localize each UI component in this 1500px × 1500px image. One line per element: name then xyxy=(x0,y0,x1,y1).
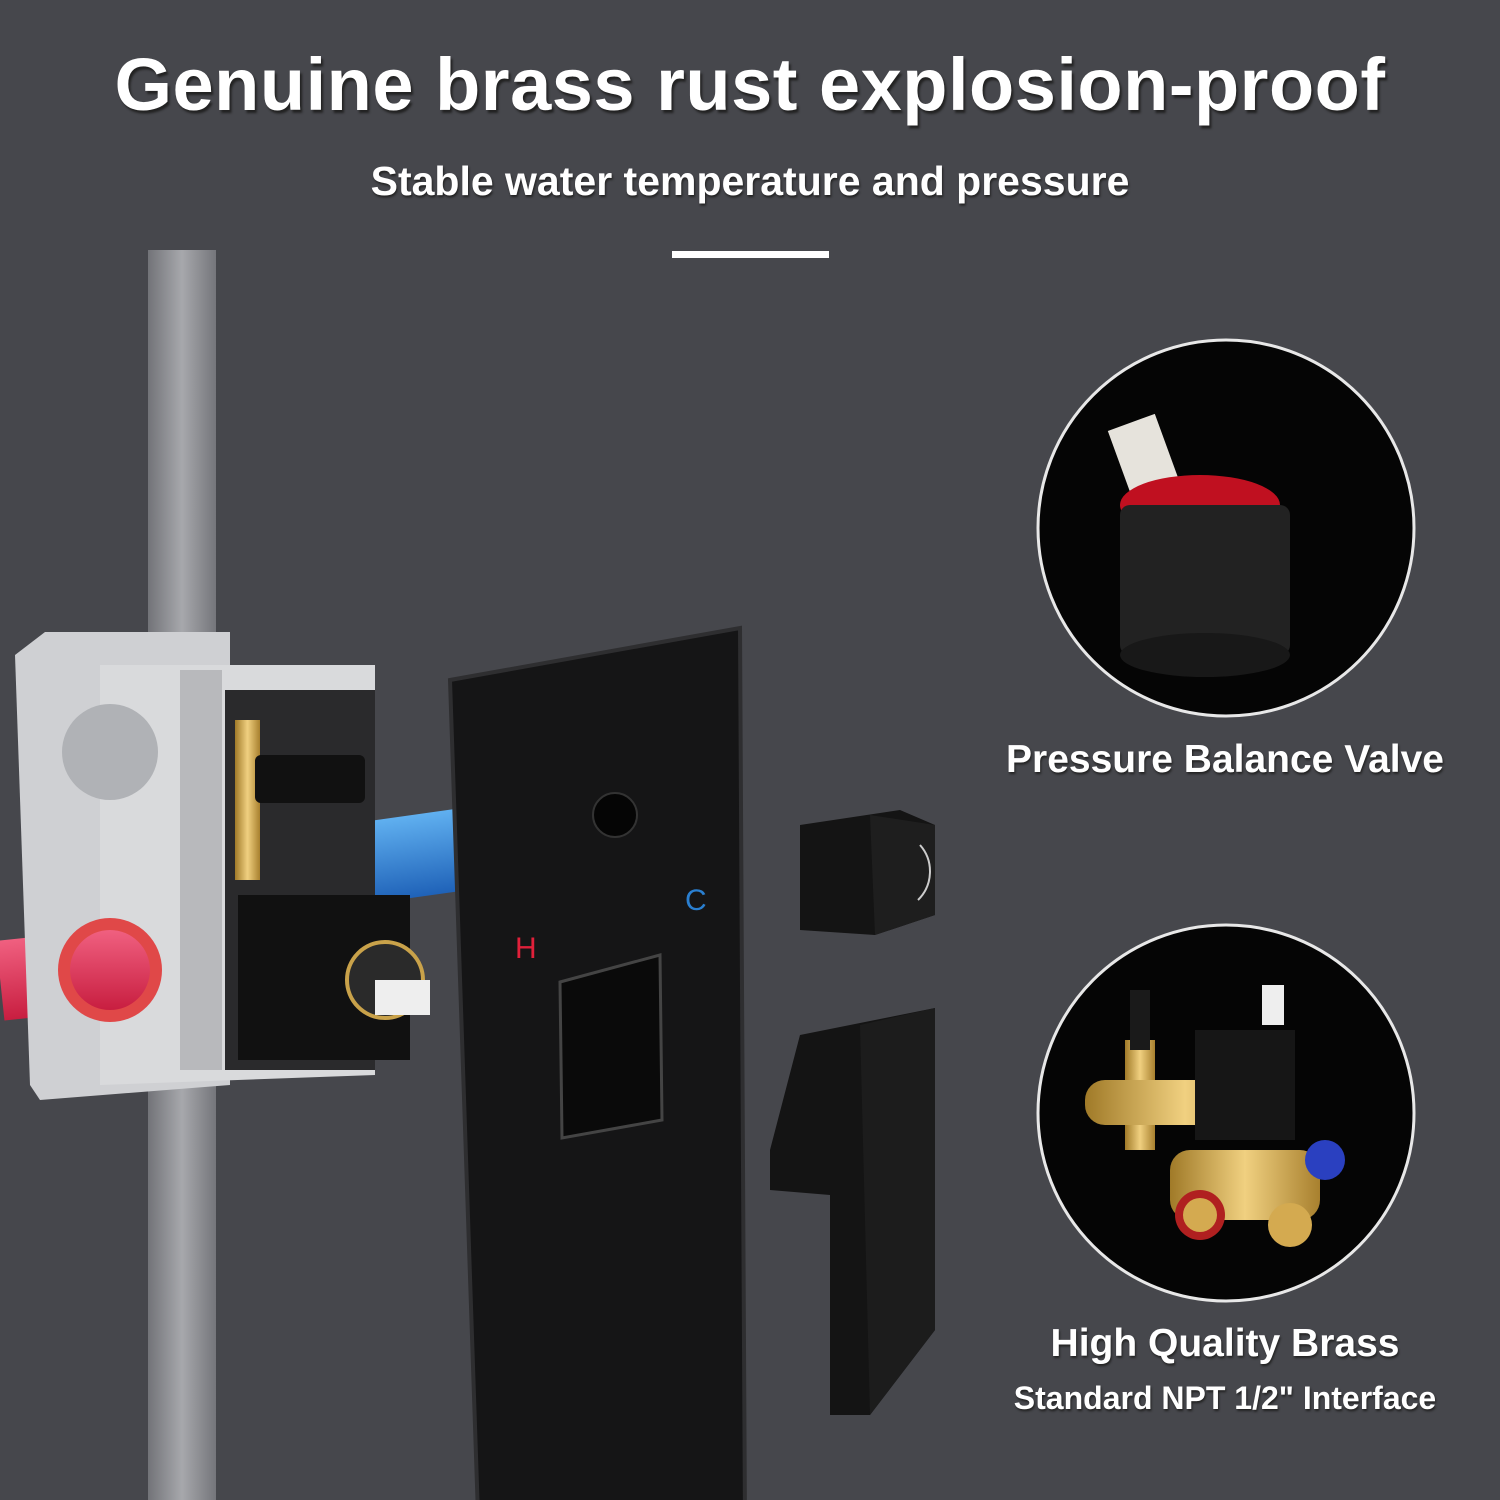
page-title: Genuine brass rust explosion-proof xyxy=(114,43,1386,126)
feature-sublabel-npt: Standard NPT 1/2" Interface xyxy=(1013,1380,1437,1416)
rough-in-valve-box xyxy=(15,632,430,1100)
pressure-balance-valve-image xyxy=(1036,338,1416,718)
lever-handle xyxy=(770,1008,935,1415)
cold-pipe xyxy=(364,809,466,903)
feature-label-brass: High Quality Brass xyxy=(1050,1322,1400,1365)
title-divider xyxy=(672,251,829,258)
trim-plate xyxy=(447,625,747,1500)
brass-valve-body-image xyxy=(1036,923,1416,1303)
feature-label-pressure-valve: Pressure Balance Valve xyxy=(1006,738,1444,781)
cold-indicator: C xyxy=(685,884,707,917)
handle-cap xyxy=(800,810,935,935)
page-subtitle: Stable water temperature and pressure xyxy=(370,158,1130,204)
hot-indicator: H xyxy=(515,932,537,965)
